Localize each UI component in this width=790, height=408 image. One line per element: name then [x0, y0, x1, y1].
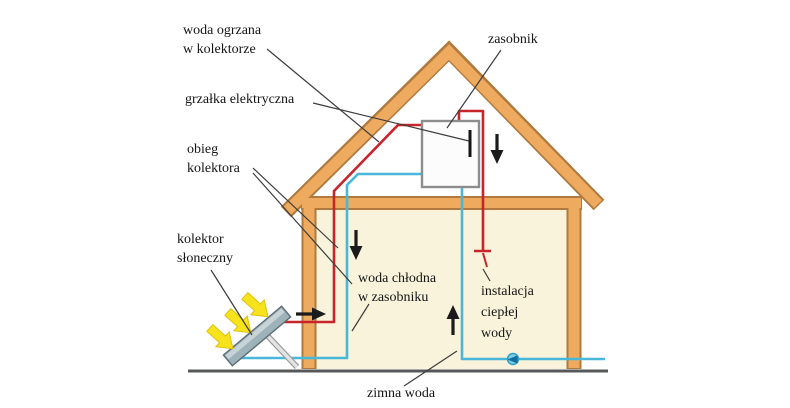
leader-cold-tank — [351, 303, 370, 332]
collector-strut — [260, 328, 300, 370]
label-line: kolektor — [177, 232, 224, 247]
label-cold-water: zimna woda — [367, 384, 435, 403]
leader-heater — [312, 102, 470, 142]
collector-hot-pipe — [280, 123, 424, 324]
cold-water-feed-pipe — [460, 185, 605, 361]
collector-return-pipe — [230, 172, 424, 360]
leader-collector — [210, 269, 253, 336]
label-heated-water: woda ogrzana w kolektorze — [183, 21, 261, 59]
leader-circuit-hot — [252, 167, 339, 249]
solar-collector-panel — [222, 305, 292, 367]
label-line: woda chłodna — [358, 271, 437, 286]
roof-beams — [283, 44, 602, 215]
label-line: ciepłej — [481, 305, 519, 320]
label-line: w kolektorze — [183, 42, 256, 57]
valve-icon — [506, 352, 520, 366]
label-line: w zasobniku — [358, 290, 429, 305]
leader-circuit-cold — [252, 172, 353, 285]
label-solar-collector: kolektor słoneczny — [177, 230, 233, 268]
label-line: wody — [481, 326, 513, 341]
label-cold-water-tank: woda chłodna w zasobniku — [358, 269, 436, 307]
label-line: słoneczny — [177, 251, 233, 266]
label-collector-circuit: obieg kolektora — [187, 140, 240, 178]
hot-water-outlet-pipe — [457, 109, 485, 250]
label-line: instalacja — [481, 284, 534, 299]
label-hot-water-install: instalacja ciepłej wody — [481, 281, 534, 344]
label-line: obieg — [187, 142, 219, 157]
faucet-icon — [474, 249, 491, 268]
flow-arrow-down-icon — [490, 134, 504, 164]
label-line: woda ogrzana — [183, 23, 262, 38]
label-line: zasobnik — [488, 32, 538, 47]
label-electric-heater: grzałka elektryczna — [185, 90, 294, 109]
leader-tank — [446, 49, 502, 129]
house-interior — [316, 205, 567, 369]
label-line: zimna woda — [367, 386, 436, 401]
hot-pipes — [280, 109, 485, 324]
label-line: kolektora — [187, 161, 240, 176]
cold-pipes — [230, 172, 605, 361]
leader-cold-water — [403, 350, 458, 387]
label-tank: zasobnik — [488, 30, 538, 49]
leader-hot-install — [482, 268, 491, 282]
leader-heated-water — [266, 48, 380, 143]
leader-lines — [210, 48, 502, 387]
label-line: grzałka elektryczna — [185, 92, 295, 107]
